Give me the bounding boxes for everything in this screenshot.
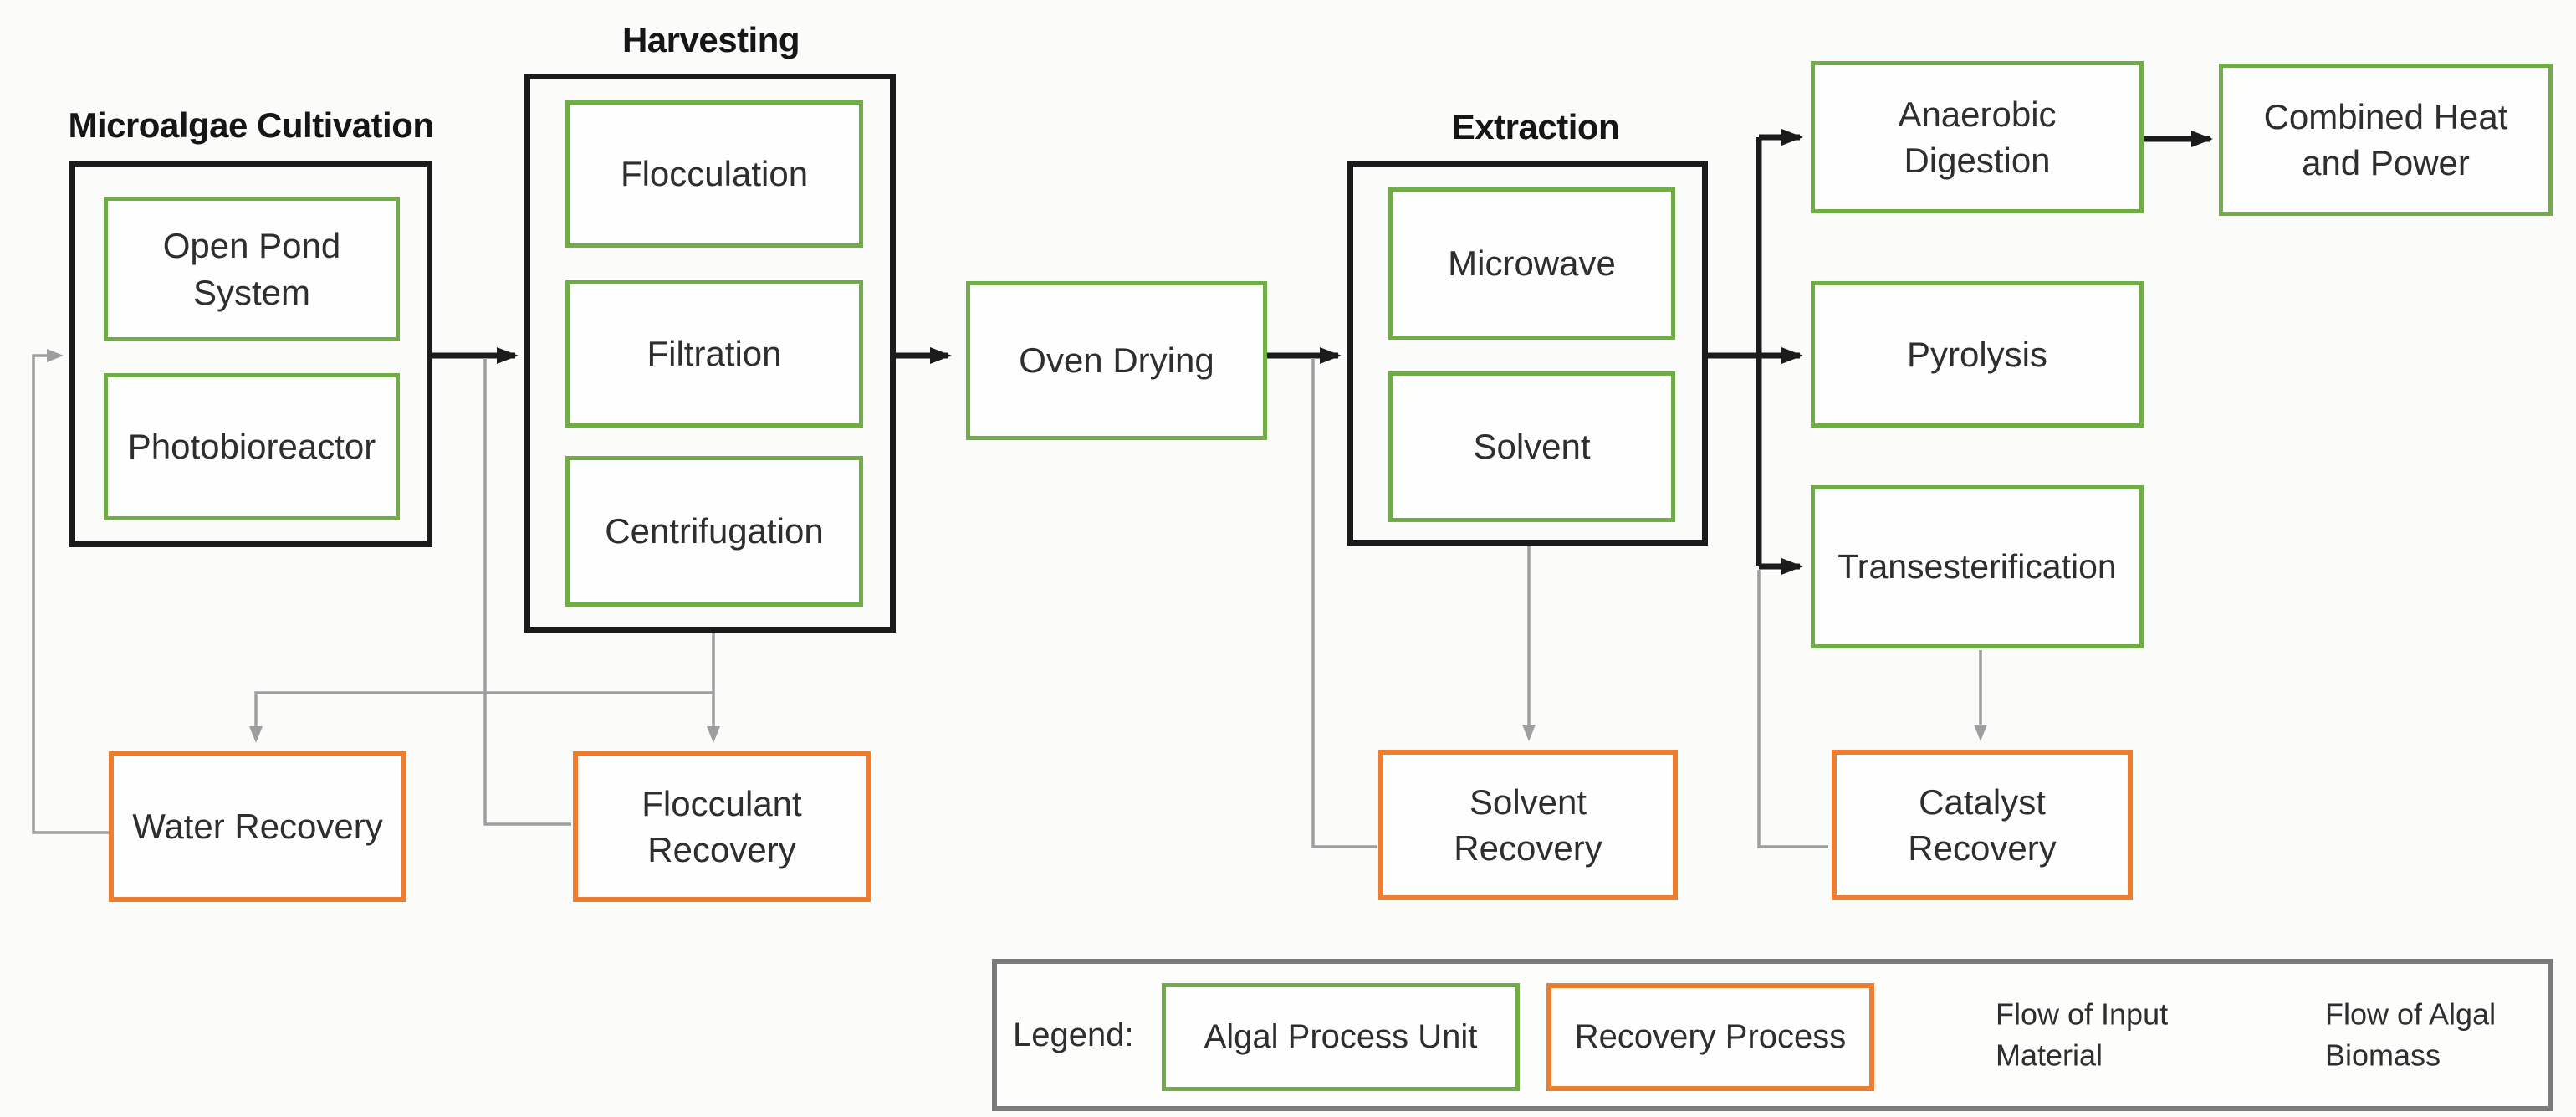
node-label: Centrifugation: [605, 511, 824, 551]
node-label: Photobioreactor: [127, 427, 376, 467]
node-photobioreactor: Photobioreactor: [104, 373, 400, 520]
node-flocculation: Flocculation: [565, 100, 863, 248]
node-label: Open Pond System: [162, 226, 341, 312]
node-combined-heat-and-power: Combined Heat and Power: [2219, 64, 2553, 216]
node-label: Anaerobic Digestion: [1898, 94, 2057, 180]
title-microalgae-cultivation: Microalgae Cultivation: [68, 105, 434, 145]
node-label: Flocculation: [620, 154, 809, 194]
node-label: Pyrolysis: [1906, 334, 2048, 374]
group-box-extraction: [1347, 161, 1708, 546]
group-box-microalgae-cultivation: [69, 161, 432, 547]
title-harvesting: Harvesting: [621, 20, 800, 59]
edge-harvesting-to-water-recovery: [249, 691, 713, 743]
legend-recovery-label: Recovery Process: [1574, 1018, 1847, 1055]
node-label: Solvent Recovery: [1454, 781, 1602, 868]
edge-stream-to-flocculant-recovery: [483, 358, 571, 826]
node-label: Filtration: [647, 334, 782, 374]
node-label: Water Recovery: [132, 807, 383, 847]
legend-flow-biomass-caption: Flow of Algal Biomass: [2325, 997, 2497, 1072]
node-open-pond-system: Open Pond System: [104, 197, 400, 341]
node-label: Solvent: [1473, 427, 1591, 467]
legend-recovery-process-sample: Recovery Process: [1546, 983, 1874, 1091]
legend-algal-label: Algal Process Unit: [1204, 1018, 1478, 1055]
recovery-catalyst: Catalyst Recovery: [1832, 750, 2133, 900]
node-label: Oven Drying: [1019, 341, 1214, 381]
node-solvent: Solvent: [1388, 371, 1675, 522]
node-anaerobic-digestion: Anaerobic Digestion: [1811, 61, 2144, 213]
node-label: Flocculant Recovery: [641, 783, 802, 869]
node-oven-drying: Oven Drying: [966, 281, 1267, 440]
edge-branch-to-catalyst-recovery: [1757, 570, 1828, 848]
legend-flow-input-caption: Flow of Input Material: [1996, 997, 2169, 1072]
group-box-harvesting: [524, 74, 896, 633]
node-label: Transesterification: [1837, 547, 2117, 587]
recovery-water: Water Recovery: [109, 751, 406, 902]
node-pyrolysis: Pyrolysis: [1811, 281, 2144, 428]
edge-water-recovery-to-cultivation: [32, 349, 109, 834]
node-label: Catalyst Recovery: [1908, 781, 2057, 868]
edge-stream-to-solvent-recovery: [1311, 358, 1377, 848]
node-transesterification: Transesterification: [1811, 485, 2144, 648]
node-label: Combined Heat and Power: [2263, 96, 2508, 182]
node-centrifugation: Centrifugation: [565, 456, 863, 607]
legend-title: Legend:: [1013, 1016, 1134, 1053]
title-extraction: Extraction: [1451, 107, 1620, 146]
node-label: Microwave: [1448, 243, 1616, 284]
legend-box: Legend: Algal Process Unit Recovery Proc…: [992, 959, 2553, 1111]
node-microwave: Microwave: [1388, 187, 1675, 340]
recovery-solvent: Solvent Recovery: [1378, 750, 1678, 900]
recovery-flocculant: Flocculant Recovery: [573, 751, 871, 902]
legend-algal-process-unit-sample: Algal Process Unit: [1162, 983, 1520, 1091]
node-filtration: Filtration: [565, 280, 863, 428]
